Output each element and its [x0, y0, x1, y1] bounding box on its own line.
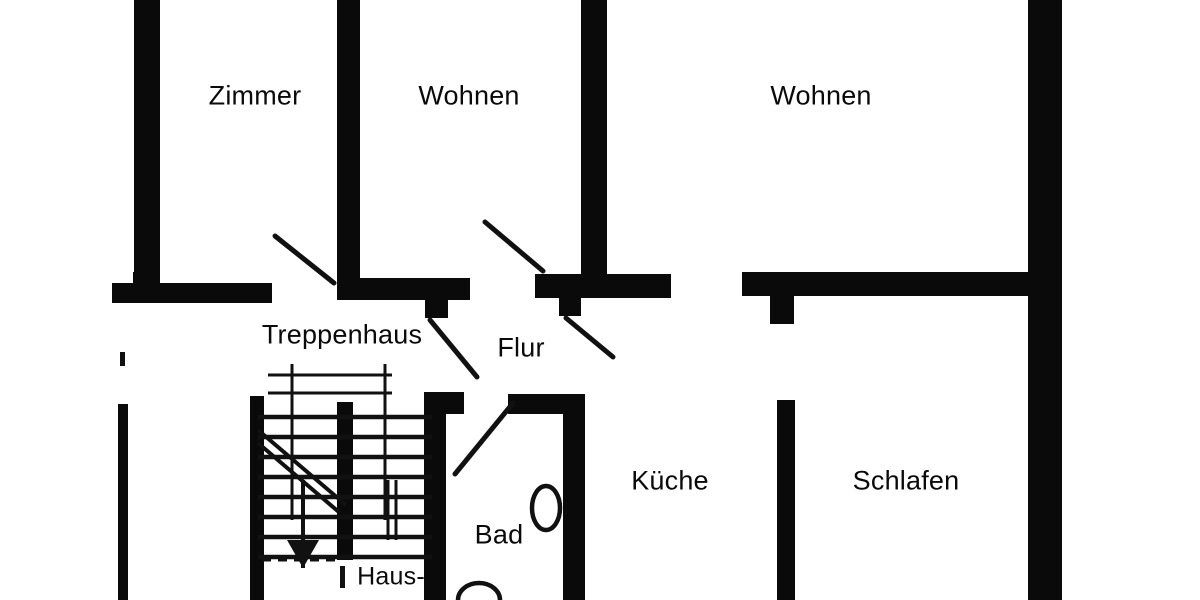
wall-h-mid-b-stub [559, 294, 581, 316]
wall-v-zimmer-right [337, 0, 360, 295]
wall-v-bad-left-nub [444, 392, 464, 414]
bad-sink-icon [529, 483, 563, 533]
wall-v-bad-right [563, 394, 585, 600]
door-bad [452, 400, 516, 477]
room-label-schlafen: Schlafen [852, 465, 960, 496]
tick-left-wall [120, 352, 125, 366]
room-label-zimmer: Zimmer [208, 80, 302, 111]
stair-break-line-0 [256, 428, 348, 507]
fixtures-layer [455, 483, 563, 600]
room-label-wohnen-mitte: Wohnen [418, 80, 520, 111]
wall-h-mid-b [535, 274, 671, 298]
wall-v-stair-mid [337, 402, 353, 560]
wall-h-mid-a [337, 278, 470, 300]
stair-layer [256, 364, 432, 568]
stair-direction-arrow-head [287, 540, 319, 568]
room-label-flur: Flur [497, 332, 545, 363]
walls-layer [112, 0, 1062, 600]
wall-v-outer-right [1028, 0, 1062, 600]
door-wohnen [482, 219, 546, 274]
door-flur-a [427, 317, 480, 380]
door-zimmer [272, 233, 337, 286]
wall-v-zimmer-left [134, 0, 160, 298]
bad-toilet-icon [455, 580, 503, 600]
room-label-kueche: Küche [631, 465, 709, 496]
wall-h-left-bay-stub [133, 272, 160, 286]
wall-v-kueche-right [777, 400, 795, 600]
room-label-treppenhaus: Treppenhaus [261, 319, 423, 350]
wall-h-right [742, 272, 1032, 296]
room-label-bad: Bad [474, 519, 524, 550]
wall-v-bad-left [424, 392, 446, 600]
doors-layer [272, 219, 616, 477]
door-flur-b [563, 315, 616, 360]
stair-break-line-1 [256, 441, 342, 515]
room-label-wohnen-rechts: Wohnen [770, 80, 872, 111]
wall-v-left-thin [118, 404, 128, 600]
wall-h-mid-a-stub [425, 296, 448, 318]
wall-h-right-stub [770, 294, 794, 324]
wall-h-left-bay [112, 283, 272, 303]
room-label-haus: Haus- [357, 562, 425, 591]
wall-v-wohnen-mitte-right [581, 0, 607, 293]
marks-layer [120, 352, 345, 588]
tick-haus-left [340, 566, 345, 588]
